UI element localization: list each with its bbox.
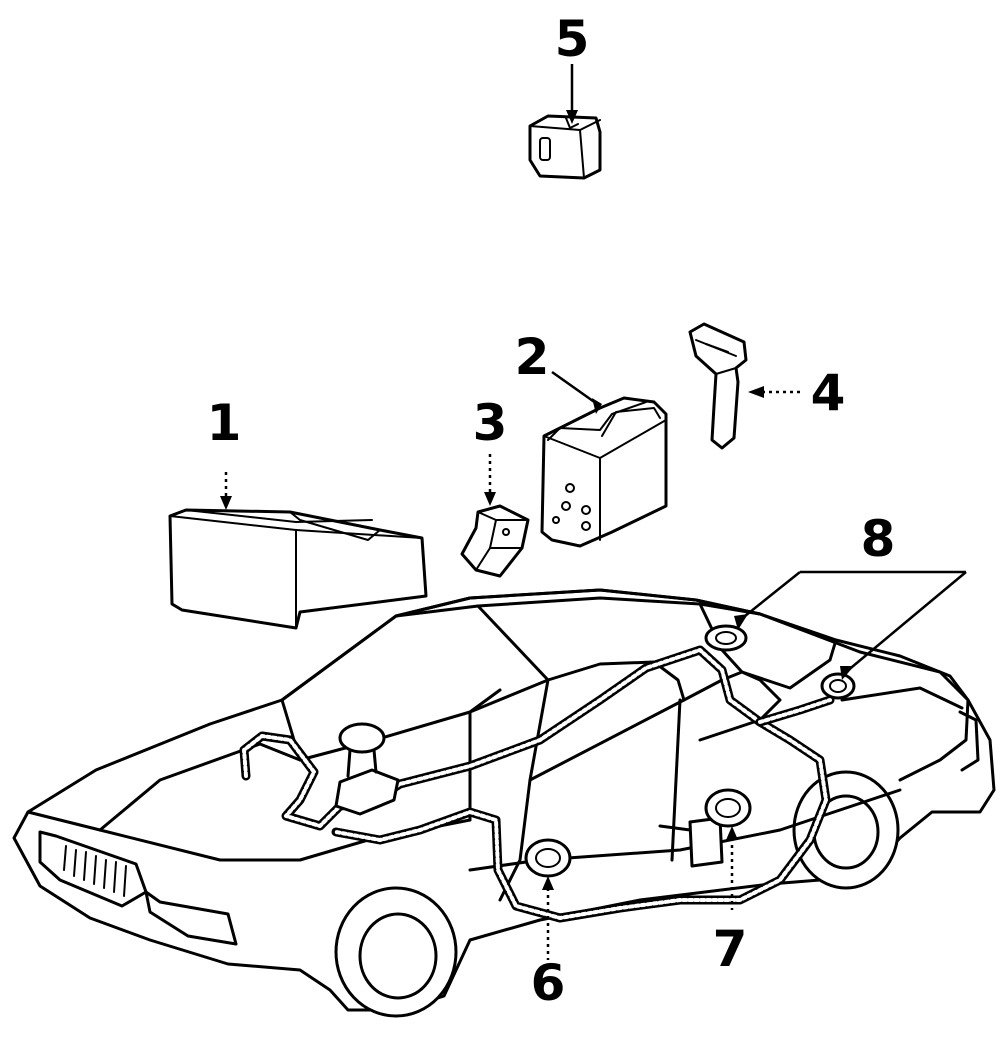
bracket-icon [460,504,530,578]
small-bracket-icon [688,322,748,450]
callout-6: 6 [531,954,566,1012]
callout-6-leader [542,876,554,960]
radio-component-icon [168,508,428,630]
callout-4: 4 [811,364,846,422]
callout-5-leader [566,64,578,124]
callout-3: 3 [473,394,508,452]
speaker-icon [524,624,856,878]
vehicle-icon [12,588,996,1018]
callout-2: 2 [515,328,550,386]
callout-5: 5 [555,10,590,68]
wiring-harness-icon [239,645,835,923]
callout-1: 1 [207,394,242,452]
callout-2-leader [551,370,602,414]
callout-4-leader [748,386,800,398]
cd-changer-icon [540,396,668,548]
callout-3-leader [484,454,496,506]
relay-module-icon [528,114,602,180]
callout-7-leader [726,826,738,910]
callout-7: 7 [713,920,748,978]
callout-1-leader [220,472,232,510]
callout-8: 8 [861,510,896,568]
callout-8-leader [734,570,967,680]
